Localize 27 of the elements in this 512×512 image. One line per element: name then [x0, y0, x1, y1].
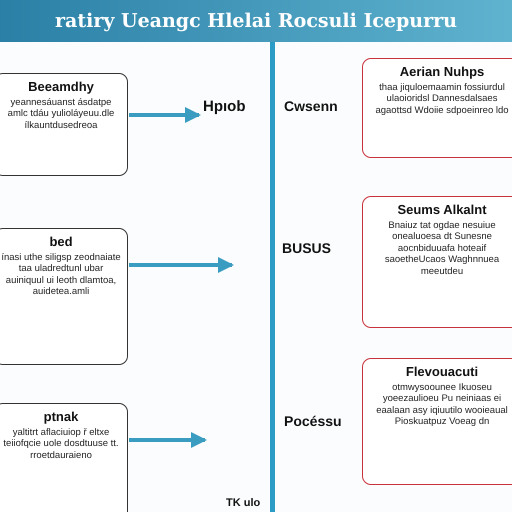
- arrow: [129, 432, 207, 448]
- box-text: thaa jiquloemaamin fossiurdul ulaoioridsl Dannesdalsaes agaottsd Wdoiie sdpoeinreo ldo: [374, 82, 510, 116]
- side-label: TK ulo: [226, 497, 260, 509]
- box-heading: Beeamdhy: [28, 79, 94, 94]
- arrow: [129, 257, 234, 273]
- box-heading: ptnak: [44, 409, 78, 424]
- info-box: [362, 358, 512, 485]
- title: ratiry Ueangc Hlelai Rocsuli Icepurru: [55, 10, 457, 32]
- info-box: [0, 73, 128, 176]
- side-label: Pocéssu: [284, 413, 342, 429]
- info-box: [0, 403, 128, 512]
- box-text: yaltitrt aflaciuiop ř eltxe teiiofqcie uole dosdtuuse tt. rroetdauraieno: [2, 427, 120, 462]
- box-heading: Seums Alkalnt: [397, 202, 487, 217]
- node-label: Hpıob: [203, 98, 246, 115]
- info-box: [362, 196, 512, 328]
- box-text: Bnaiuz tat ogdae nesuiue onealuoesa dt Sunesne aocnbiduuafa hoteaif saoetheUcaos Waghnnuea meeutdeu: [384, 220, 500, 277]
- side-label: Cwsenn: [284, 98, 338, 114]
- box-text: ínasi uthe siligsp zeodnaiate taa uladredtunl ubar auiniquul ui leoth dlamtoa, auidetea.amli: [1, 252, 121, 298]
- box-heading: bed: [49, 234, 73, 249]
- box-heading: Flevouacuti: [406, 364, 478, 379]
- arrow: [129, 107, 201, 123]
- info-box: [362, 58, 512, 158]
- box-text: yeannesáuanst ásdatpe amlc tdáu yulioláyeuu.dle ílkauntdusedreoa: [6, 97, 116, 132]
- box-text: otmwysoounee Ikuoseu yoeezaulioeu Pu neiniaas ei eaalaan asy iqiuutilo wooieaual Pioskuatpuz Voeag dn: [375, 382, 509, 428]
- side-label: BUSUS: [282, 240, 332, 256]
- info-box: [0, 228, 128, 365]
- box-heading: Aerian Nuhps: [400, 64, 484, 79]
